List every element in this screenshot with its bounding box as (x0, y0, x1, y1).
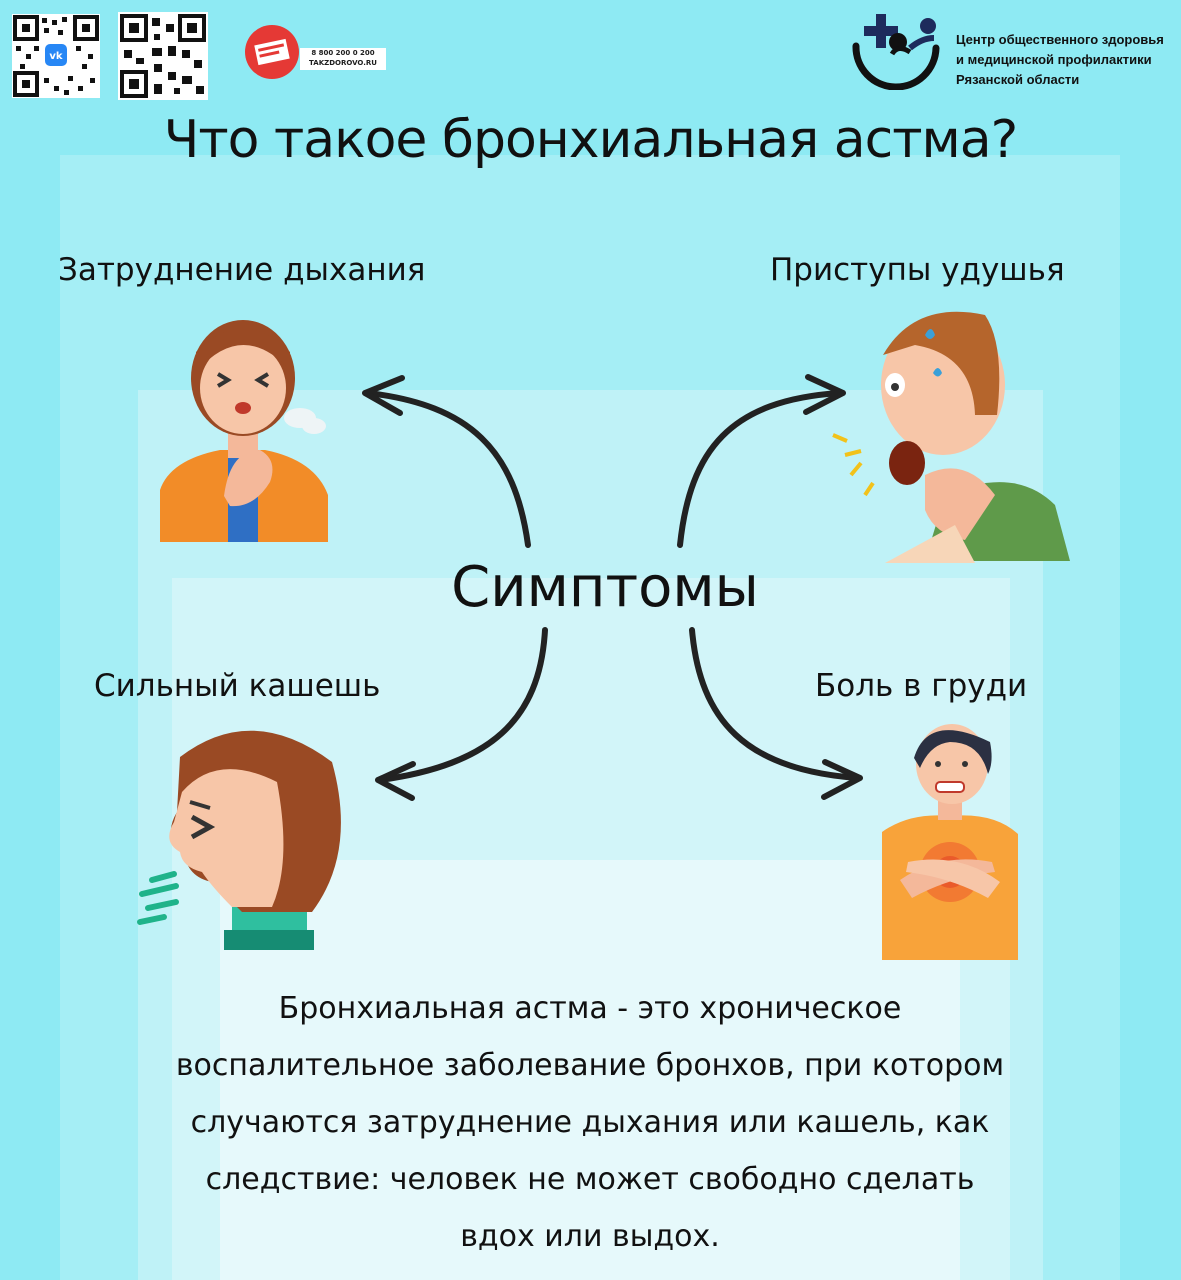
definition-text: Бронхиальная астма - это хроническое вос… (90, 980, 1090, 1265)
chest-pain-illustration (870, 712, 1030, 960)
definition-line-2: воспалительное заболевание бронхов, при … (175, 1048, 1005, 1083)
qr-code-icon[interactable] (118, 12, 208, 100)
org-name: Центр общественного здоровья и медицинск… (956, 30, 1176, 90)
svg-text:vk: vk (49, 51, 63, 62)
ty-silnee-logo (244, 24, 300, 80)
arrow-to-top-left (365, 390, 531, 548)
definition-line-5: вдох или выдох. (460, 1219, 720, 1254)
page-title: Что такое бронхиальная астма? (163, 110, 1019, 170)
definition-line-4: следствие: человек не может свободно сде… (205, 1162, 975, 1197)
cough-illustration (132, 712, 347, 950)
qr-code-vk-icon[interactable]: vk (12, 14, 100, 98)
arrow-to-top-right (677, 390, 843, 548)
symptom-label-chest-pain: Боль в груди (815, 668, 1028, 704)
org-logo (848, 8, 944, 91)
org-name-line-2: и медицинской профилактики (956, 52, 1152, 67)
arrow-to-bottom-left (377, 627, 548, 783)
symptom-label-suffocation: Приступы удушья (770, 252, 1065, 288)
background-panel-core (220, 860, 960, 1280)
org-name-line-1: Центр общественного здоровья (956, 32, 1164, 47)
org-name-line-3: Рязанской области (956, 72, 1080, 87)
center-label: Симптомы (451, 555, 759, 620)
definition-line-1: Бронхиальная астма - это хроническое (278, 991, 902, 1026)
hotline-box: 8 800 200 0 200 TAKZDOROVO.RU (300, 48, 386, 70)
symptom-label-breathing-difficulty: Затруднение дыхания (58, 252, 426, 288)
hotline-site: TAKZDOROVO.RU (309, 59, 377, 67)
hotline-phone: 8 800 200 0 200 (311, 49, 375, 57)
symptom-label-cough: Сильный кашешь (94, 668, 381, 704)
breathing-difficulty-illustration (150, 300, 335, 545)
arrow-to-bottom-right (689, 627, 861, 781)
definition-line-3: случаются затруднение дыхания или кашель… (190, 1105, 990, 1140)
suffocation-illustration (825, 295, 1075, 563)
